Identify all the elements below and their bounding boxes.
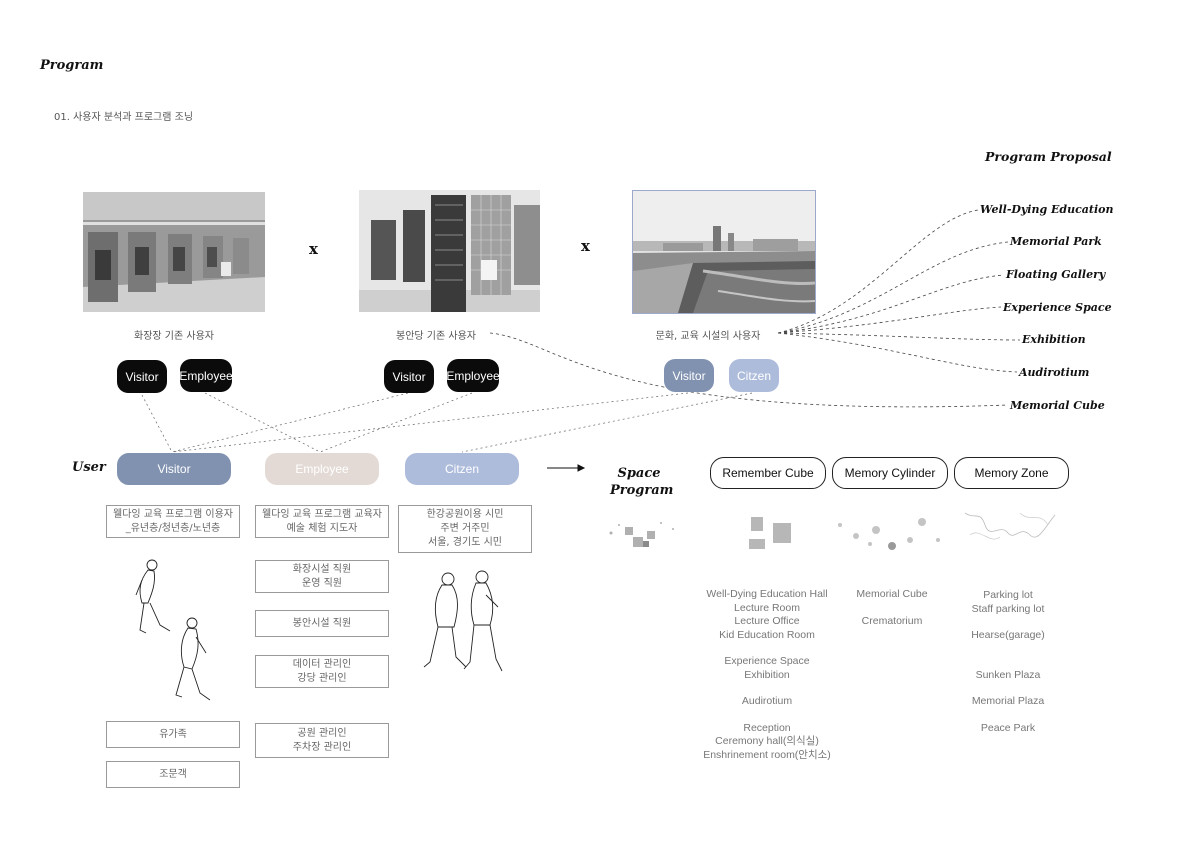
- link-line: [171, 392, 409, 453]
- employee-box-educator: 웰다잉 교육 프로그램 교육자 예술 체험 지도자: [255, 505, 389, 538]
- space-program-symbol: [609, 522, 674, 547]
- box-line: 공원 관리인: [297, 727, 347, 739]
- space-label-line: Program: [610, 483, 674, 498]
- employee-box-data-manager: 데이터 관리인 강당 관리인: [255, 655, 389, 688]
- remember-cube-symbol: [749, 517, 791, 549]
- times-symbol: x: [581, 237, 590, 255]
- list-item: Reception: [743, 721, 791, 734]
- box-line: 웰다잉 교육 프로그램 교육자: [262, 508, 382, 520]
- proposal-item: Well-Dying Education: [980, 203, 1114, 216]
- zone-memory-cylinder: Memory Cylinder: [832, 457, 948, 489]
- list-item: Exhibition: [744, 668, 790, 681]
- list-item: Memorial Cube: [856, 588, 928, 600]
- pill-visitor: Visitor: [117, 360, 167, 393]
- group-label-crematorium: 화장장 기존 사용자: [134, 331, 214, 342]
- pill-visitor: Visitor: [384, 360, 434, 393]
- zone-memory-zone: Memory Zone: [954, 457, 1069, 489]
- proposal-item: Memorial Park: [1010, 235, 1102, 248]
- pill-employee: Employee: [446, 359, 500, 392]
- pill-employee: Employee: [179, 359, 233, 392]
- zone-remember-cube: Remember Cube: [710, 457, 826, 489]
- box-line: 화장시설 직원: [292, 563, 352, 575]
- proposal-item: Experience Space: [1003, 301, 1112, 314]
- box-line: 유가족: [159, 728, 187, 740]
- link-line: [141, 394, 173, 453]
- times-symbol: x: [309, 240, 318, 258]
- box-line: 조문객: [159, 768, 187, 780]
- list-item: Audirotium: [741, 695, 793, 707]
- box-line: 서울, 경기도 시민: [428, 537, 502, 548]
- employee-box-columbarium-staff: 봉안시설 직원: [255, 610, 389, 637]
- box-line: 데이터 관리인: [292, 658, 352, 670]
- user-type-citizen: Citzen: [405, 453, 519, 485]
- list-item: Hearse(garage): [971, 629, 1045, 641]
- list-item: Kid Education Room: [719, 628, 815, 641]
- list-item: Ceremony hall(의식실): [715, 735, 819, 747]
- citizens-sketch: [423, 570, 503, 672]
- columbarium-photo: [359, 190, 540, 312]
- box-line: 봉안시설 직원: [292, 617, 352, 629]
- user-label: User: [72, 460, 106, 475]
- list-item: Parking lot: [983, 589, 1033, 601]
- space-label-line: Space: [617, 466, 661, 481]
- link-line: [171, 392, 689, 453]
- visitor-box-family: 유가족: [106, 721, 240, 748]
- box-line: 예술 체험 지도자: [286, 522, 358, 534]
- list-item: Well-Dying Education Hall: [706, 588, 828, 600]
- user-type-visitor: Visitor: [117, 453, 231, 485]
- memory-zone-symbol: [964, 512, 1056, 540]
- list-item: Sunken Plaza: [975, 668, 1041, 681]
- crematorium-photo: [83, 192, 265, 312]
- proposal-item: Exhibition: [1022, 333, 1086, 346]
- walking-people-sketch: [135, 559, 211, 701]
- link-line: [204, 392, 321, 453]
- page-subtitle: 01. 사용자 분석과 프로그램 조닝: [54, 112, 194, 123]
- pill-citizen: Citzen: [729, 359, 779, 392]
- citizen-box: 한강공원이용 시민 주변 거주민 서울, 경기도 시민: [398, 505, 532, 553]
- list-item: Lecture Office: [734, 615, 800, 627]
- pill-visitor: Visitor: [664, 359, 714, 392]
- visitor-box-mourner: 조문객: [106, 761, 240, 788]
- visitor-box-education: 웰다잉 교육 프로그램 이용자 _유년층/청년층/노년층: [106, 505, 240, 538]
- group-label-culture: 문화, 교육 시설의 사용자: [655, 331, 761, 342]
- list-item: Enshrinement room(안치소): [703, 748, 831, 761]
- memory-cylinder-symbol: [838, 518, 940, 550]
- group-label-columbarium: 봉안당 기존 사용자: [396, 331, 476, 342]
- proposal-item: Memorial Cube: [1010, 399, 1105, 412]
- proposal-item: Floating Gallery: [1006, 268, 1106, 281]
- memory-cylinder-list: Memorial Cube Crematorium: [832, 588, 952, 628]
- box-line: _유년층/청년층/노년층: [125, 522, 221, 534]
- list-item: Staff parking lot: [971, 602, 1045, 615]
- box-line: 웰다잉 교육 프로그램 이용자: [113, 508, 233, 520]
- link-line: [461, 392, 753, 453]
- box-line: 강당 관리인: [297, 672, 347, 684]
- list-item: Crematorium: [861, 614, 923, 627]
- list-item: Peace Park: [980, 721, 1036, 734]
- space-program-label: Space Program: [610, 465, 674, 499]
- box-line: 주변 거주민: [440, 523, 490, 534]
- river-city-photo: [632, 190, 816, 314]
- remember-cube-list: Well-Dying Education Hall Lecture Room L…: [700, 588, 834, 762]
- memory-zone-list: Parking lot Staff parking lot Hearse(gar…: [950, 589, 1066, 735]
- user-type-employee: Employee: [265, 453, 379, 485]
- box-line: 운영 직원: [302, 577, 342, 589]
- fan-line: [777, 332, 1021, 341]
- proposal-title: Program Proposal: [985, 149, 1112, 164]
- list-item: Memorial Plaza: [971, 695, 1045, 707]
- box-line: 주차장 관리인: [292, 741, 352, 753]
- employee-box-crematorium-staff: 화장시설 직원 운영 직원: [255, 560, 389, 593]
- link-line: [319, 392, 473, 453]
- employee-box-park-manager: 공원 관리인 주차장 관리인: [255, 723, 389, 758]
- list-item: Lecture Room: [734, 601, 800, 614]
- box-line: 한강공원이용 시민: [426, 509, 504, 520]
- list-item: Experience Space: [724, 655, 810, 667]
- page-title: Program: [40, 58, 104, 73]
- fan-line: [777, 332, 1018, 373]
- proposal-item: Audirotium: [1019, 366, 1090, 379]
